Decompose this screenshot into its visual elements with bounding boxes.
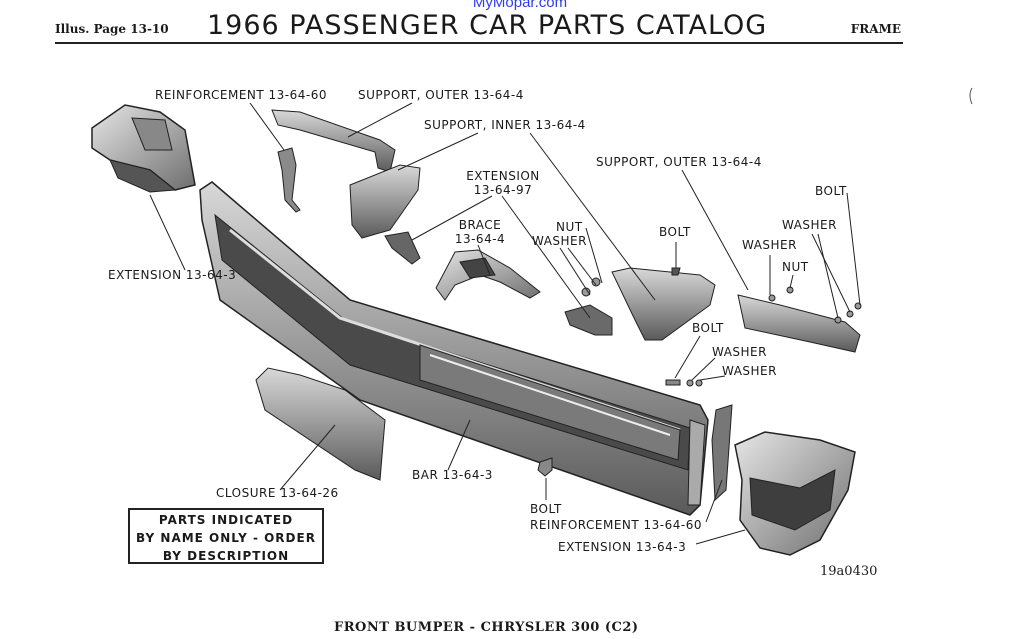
label-nut-left: NUT	[556, 220, 583, 234]
bumper-bar-part	[199, 181, 709, 516]
label-washer-lower-2: WASHER	[722, 364, 777, 378]
support-outer-right-part	[737, 286, 862, 353]
label-washer-right-1: WASHER	[782, 218, 837, 232]
closure-part	[255, 367, 386, 481]
label-extension-97: EXTENSION 13-64-97	[462, 169, 544, 197]
label-bolt-mid: BOLT	[659, 225, 691, 239]
extension-bottom-part	[734, 431, 856, 556]
label-reinforcement-bottom: REINFORCEMENT 13-64-60	[530, 518, 703, 532]
support-inner-part	[349, 164, 421, 239]
page-header: Illus. Page 13-10 1966 PASSENGER CAR PAR…	[55, 10, 903, 44]
reinforcement-bottom-part	[711, 404, 733, 502]
label-brace-line2: 13-64-4	[454, 232, 506, 246]
brace-part	[435, 249, 541, 301]
bracket-part	[564, 277, 613, 336]
label-washer-lower-1: WASHER	[712, 345, 767, 359]
order-notice-box: PARTS INDICATED BY NAME ONLY - ORDER BY …	[128, 508, 324, 564]
label-bolt-lower: BOLT	[692, 321, 724, 335]
label-extension-97-line1: EXTENSION	[466, 169, 540, 183]
extension-97-part	[384, 231, 421, 265]
leader-lines	[149, 102, 861, 545]
label-nut-right: NUT	[782, 260, 809, 274]
label-support-outer-top: SUPPORT, OUTER 13-64-4	[358, 88, 524, 102]
catalog-title: 1966 PASSENGER CAR PARTS CATALOG	[207, 10, 768, 41]
label-bolt-bottom: BOLT	[530, 502, 562, 516]
margin-mark	[969, 87, 973, 105]
label-support-outer-right: SUPPORT, OUTER 13-64-4	[596, 155, 762, 169]
watermark: MyMopar.com	[472, 0, 568, 11]
notice-line-1: PARTS INDICATED	[158, 513, 294, 527]
label-reinforcement-top: REINFORCEMENT 13-64-60	[155, 88, 328, 102]
illus-page: Illus. Page 13-10	[55, 22, 169, 36]
label-bolt-top-right: BOLT	[815, 184, 847, 198]
notice-line-2: BY NAME ONLY - ORDER	[136, 531, 316, 545]
reinforcement-top-part	[277, 147, 301, 213]
label-brace: BRACE 13-64-4	[454, 218, 506, 246]
support-outer-top-part	[271, 109, 396, 173]
label-bar: BAR 13-64-3	[412, 468, 493, 482]
lower-fasteners	[665, 379, 703, 387]
header-rule	[55, 42, 903, 44]
label-extension-97-line2: 13-64-97	[473, 183, 533, 197]
section-name: FRAME	[850, 22, 901, 36]
bottom-bolt-part	[537, 457, 553, 477]
support-outer-center-part	[611, 267, 716, 341]
reference-number: 19a0430	[820, 564, 878, 579]
label-support-inner: SUPPORT, INNER 13-64-4	[424, 118, 586, 132]
label-brace-line1: BRACE	[458, 218, 502, 232]
label-extension-bottom: EXTENSION 13-64-3	[558, 540, 687, 554]
label-closure: CLOSURE 13-64-26	[216, 486, 339, 500]
notice-line-3: BY DESCRIPTION	[162, 549, 290, 563]
figure-caption: FRONT BUMPER - CHRYSLER 300 (C2)	[334, 620, 639, 635]
label-washer-right-2: WASHER	[742, 238, 797, 252]
label-washer-left: WASHER	[532, 234, 587, 248]
extension-left-part	[91, 104, 196, 193]
label-extension-left: EXTENSION 13-64-3	[108, 268, 237, 282]
